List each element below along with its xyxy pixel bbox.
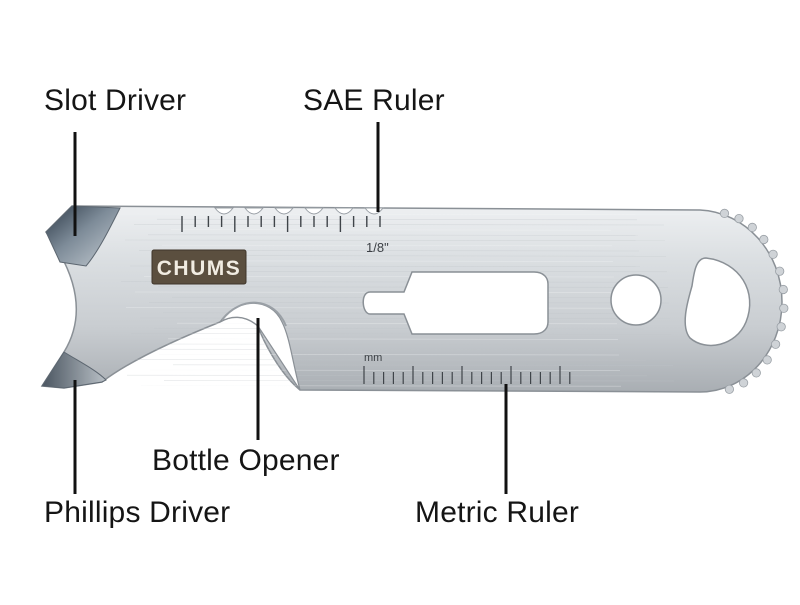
end-serration-bump [768, 249, 778, 259]
end-serration-bump [770, 339, 781, 349]
brushed-streak [149, 369, 621, 371]
brushed-streak [158, 354, 620, 356]
kidney-hole [684, 257, 751, 347]
metric-ruler-ticks [363, 366, 571, 384]
end-serration-bump [776, 322, 786, 332]
brushed-streak [167, 338, 619, 340]
brushed-streak [153, 328, 645, 330]
sae-ruler-ticks [181, 216, 381, 232]
slot-driver-blade [45, 205, 121, 267]
end-serration-bump [738, 378, 749, 388]
brushed-streak [170, 229, 612, 231]
phillips-driver-label: Phillips Driver [44, 496, 231, 529]
brushed-streak [119, 213, 691, 215]
serration-notch [273, 207, 295, 215]
brushed-streak [135, 359, 647, 361]
hex-wrench-slot [362, 271, 549, 335]
end-serration-bump [734, 214, 744, 224]
serration-notch [333, 207, 355, 215]
end-serration-bump [762, 355, 772, 365]
bottle-opener-label: Bottle Opener [152, 444, 340, 477]
brushed-streak [163, 380, 675, 382]
slot-driver-label: Slot Driver [44, 84, 187, 117]
brushed-streak [144, 343, 646, 345]
brushed-streak [156, 218, 638, 221]
brushed-streak [124, 239, 666, 241]
sae-ruler-label: SAE Ruler [303, 84, 445, 117]
brushed-streak [175, 255, 667, 257]
phillips-driver-tip [41, 351, 107, 389]
brushed-streak [133, 224, 665, 226]
end-serration-bump [778, 284, 788, 295]
brushed-streak [130, 333, 672, 335]
sae-ruler-mark: 1/8" [366, 240, 389, 255]
end-serration-bump [775, 266, 785, 276]
end-serration-bump [751, 368, 761, 378]
end-serration-bump [724, 384, 735, 394]
serration-notch [303, 207, 325, 215]
serrated-edge [213, 207, 385, 215]
end-serration-bump [779, 303, 789, 313]
bottle-opener-hook [221, 301, 287, 327]
metric-ruler-label: Metric Ruler [415, 496, 580, 529]
serration-notch [213, 207, 235, 215]
round-hole [610, 274, 662, 326]
end-serration-bump [747, 222, 757, 232]
brushed-streak [147, 234, 639, 236]
end-serration-bump [759, 234, 769, 245]
brushed-streak [121, 348, 673, 351]
brand-badge [151, 249, 247, 285]
brushed-streak [140, 385, 622, 387]
brushed-streak [161, 244, 613, 247]
brand-logo-text: CHUMS [157, 257, 242, 280]
brushed-streak [172, 364, 674, 366]
metric-ruler-mark: mm [364, 352, 382, 364]
end-serrations [719, 208, 789, 394]
serration-notch [243, 207, 265, 215]
end-serration-bump [719, 208, 730, 218]
